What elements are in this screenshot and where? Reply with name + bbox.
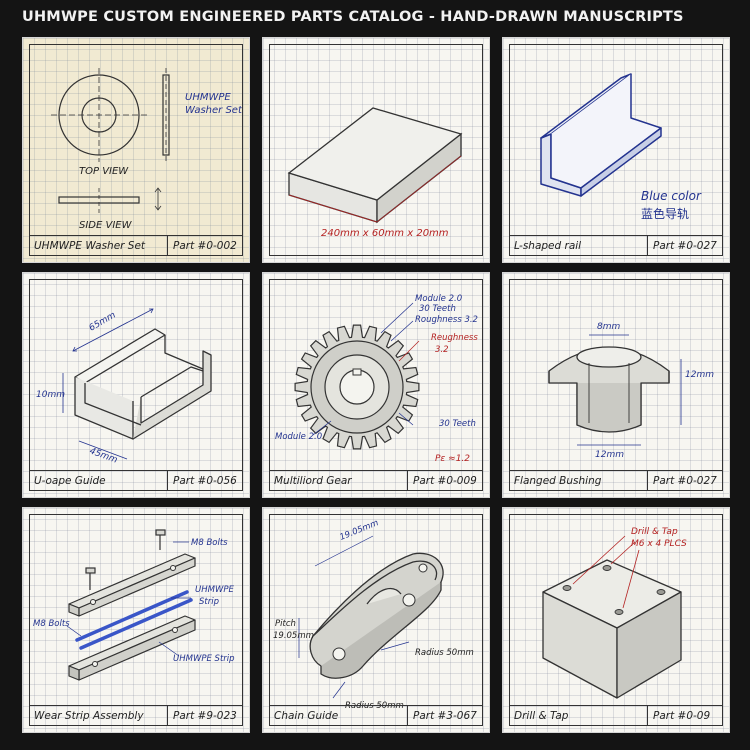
bushing-drawing: 8mm 12mm 12mm	[548, 322, 714, 460]
l-rail-drawing: Blue color 蓝色导轨	[540, 73, 702, 221]
block-dimensions: 240mm x 60mm x 20mm	[321, 228, 449, 239]
part-number: Part #0-027	[647, 236, 723, 256]
side-view-label: SIDE VIEW	[79, 220, 133, 231]
part-name: Wear Strip Assembly	[34, 710, 144, 722]
part-name: L-shaped rail	[514, 240, 582, 252]
u-guide-height: 10mm	[36, 390, 65, 400]
part-name: Flanged Bushing	[514, 475, 602, 487]
gear-roughness-value: 3.2	[435, 345, 449, 355]
part-number: Part #9-023	[167, 706, 243, 726]
gear-roughness-top: Roughness 3.2	[415, 315, 478, 325]
title-block: Chain Guide Part #3-067	[269, 705, 483, 726]
bolts-label-top: M8 Bolts	[191, 538, 228, 548]
gear-teeth-top: 30 Teeth	[419, 304, 456, 314]
strip-label-bottom: UHMWPE Strip	[173, 654, 235, 664]
part-number: Part #0-002	[167, 236, 243, 256]
title-block: Flanged Bushing Part #0-027	[509, 470, 723, 491]
gear-module-bottom: Module 2.0	[275, 432, 322, 442]
title-block: Drill & Tap Part #0-09	[509, 705, 723, 726]
card-u-guide[interactable]: 65mm 10mm 45mm U-oape Guide Part #0-056	[22, 272, 250, 498]
catalog-title: UHMWPE CUSTOM ENGINEERED PARTS CATALOG -…	[22, 9, 684, 25]
washer-drawing: UHMWPE Washer Set TOP VIEW SIDE VIEW	[51, 68, 243, 231]
radius-label-bottom: Radius 50mm	[345, 701, 404, 711]
part-name: Multiliord Gear	[274, 475, 352, 487]
part-number: Part #3-067	[407, 706, 483, 726]
title-block: Wear Strip Assembly Part #9-023	[29, 705, 243, 726]
bolts-label-left: M8 Bolts	[33, 619, 70, 629]
bushing-diameter: 12mm	[595, 450, 624, 460]
part-name: UHMWPE Washer Set	[34, 240, 146, 252]
card-block[interactable]: 240mm x 60mm x 20mm	[262, 37, 490, 263]
washer-label-material: UHMWPE	[185, 92, 231, 103]
card-gear[interactable]: Module 2.0 30 Teeth Roughness 3.2 Reughn…	[262, 272, 490, 498]
pitch-label: Pitch	[275, 619, 296, 629]
card-washer-set[interactable]: UHMWPE Washer Set TOP VIEW SIDE VIEW UHM…	[22, 37, 250, 263]
part-name: Drill & Tap	[514, 710, 569, 722]
chain-pitch-top: 19.05mm	[338, 518, 380, 543]
title-block: UHMWPE Washer Set Part #0-002	[29, 235, 243, 256]
rail-color-label-cn: 蓝色导轨	[641, 207, 689, 221]
drill-tap-drawing: Drill & Tap M6 x 4 PLCS	[542, 527, 687, 699]
part-number: Part #0-027	[647, 471, 723, 491]
gear-roughness-red: Reughness	[431, 333, 478, 343]
pitch-value: 19.05mm	[273, 631, 314, 641]
gear-roughness-symbol: Pε ≈1.2	[435, 454, 470, 464]
title-block: U-oape Guide Part #0-056	[29, 470, 243, 491]
u-guide-width: 45mm	[88, 446, 119, 465]
radius-label-right: Radius 50mm	[415, 648, 474, 658]
part-name: U-oape Guide	[34, 475, 106, 487]
chain-guide-drawing: 19.05mm Pitch 19.05mm Radius 50mm Radius…	[273, 518, 474, 711]
part-number: Part #0-09	[647, 706, 723, 726]
thread-spec-label: M6 x 4 PLCS	[631, 539, 687, 549]
title-block: L-shaped rail Part #0-027	[509, 235, 723, 256]
bushing-bore: 8mm	[597, 322, 620, 332]
card-wear-strip[interactable]: M8 Bolts UHMWPE Strip M8 Bolts UHMWPE St…	[22, 507, 250, 733]
wear-strip-drawing: M8 Bolts UHMWPE Strip M8 Bolts UHMWPE St…	[33, 529, 235, 681]
card-flanged-bushing[interactable]: 8mm 12mm 12mm Flanged Bushing Part #0-02…	[502, 272, 730, 498]
card-drill-tap[interactable]: Drill & Tap M6 x 4 PLCS Drill & Tap Part…	[502, 507, 730, 733]
gear-module-top: Module 2.0	[415, 294, 462, 304]
card-chain-guide[interactable]: 19.05mm Pitch 19.05mm Radius 50mm Radius…	[262, 507, 490, 733]
strip-label-material: UHMWPE	[195, 585, 234, 595]
top-view-label: TOP VIEW	[79, 166, 129, 177]
strip-label-strip: Strip	[199, 597, 219, 607]
card-l-rail[interactable]: Blue color 蓝色导轨 L-shaped rail Part #0-02…	[502, 37, 730, 263]
part-number: Part #0-056	[167, 471, 243, 491]
gear-teeth-bottom: 30 Teeth	[439, 419, 476, 429]
bushing-height: 12mm	[685, 370, 714, 380]
gear-drawing: Module 2.0 30 Teeth Roughness 3.2 Reughn…	[275, 294, 478, 464]
block-drawing: 240mm x 60mm x 20mm	[287, 107, 463, 239]
part-number: Part #0-009	[407, 471, 483, 491]
u-guide-drawing: 65mm 10mm 45mm	[36, 308, 212, 466]
title-block: Multiliord Gear Part #0-009	[269, 470, 483, 491]
part-name: Chain Guide	[274, 710, 339, 722]
rail-color-label: Blue color	[641, 189, 702, 203]
drill-tap-label: Drill & Tap	[631, 527, 678, 537]
washer-label-set: Washer Set	[185, 105, 243, 116]
